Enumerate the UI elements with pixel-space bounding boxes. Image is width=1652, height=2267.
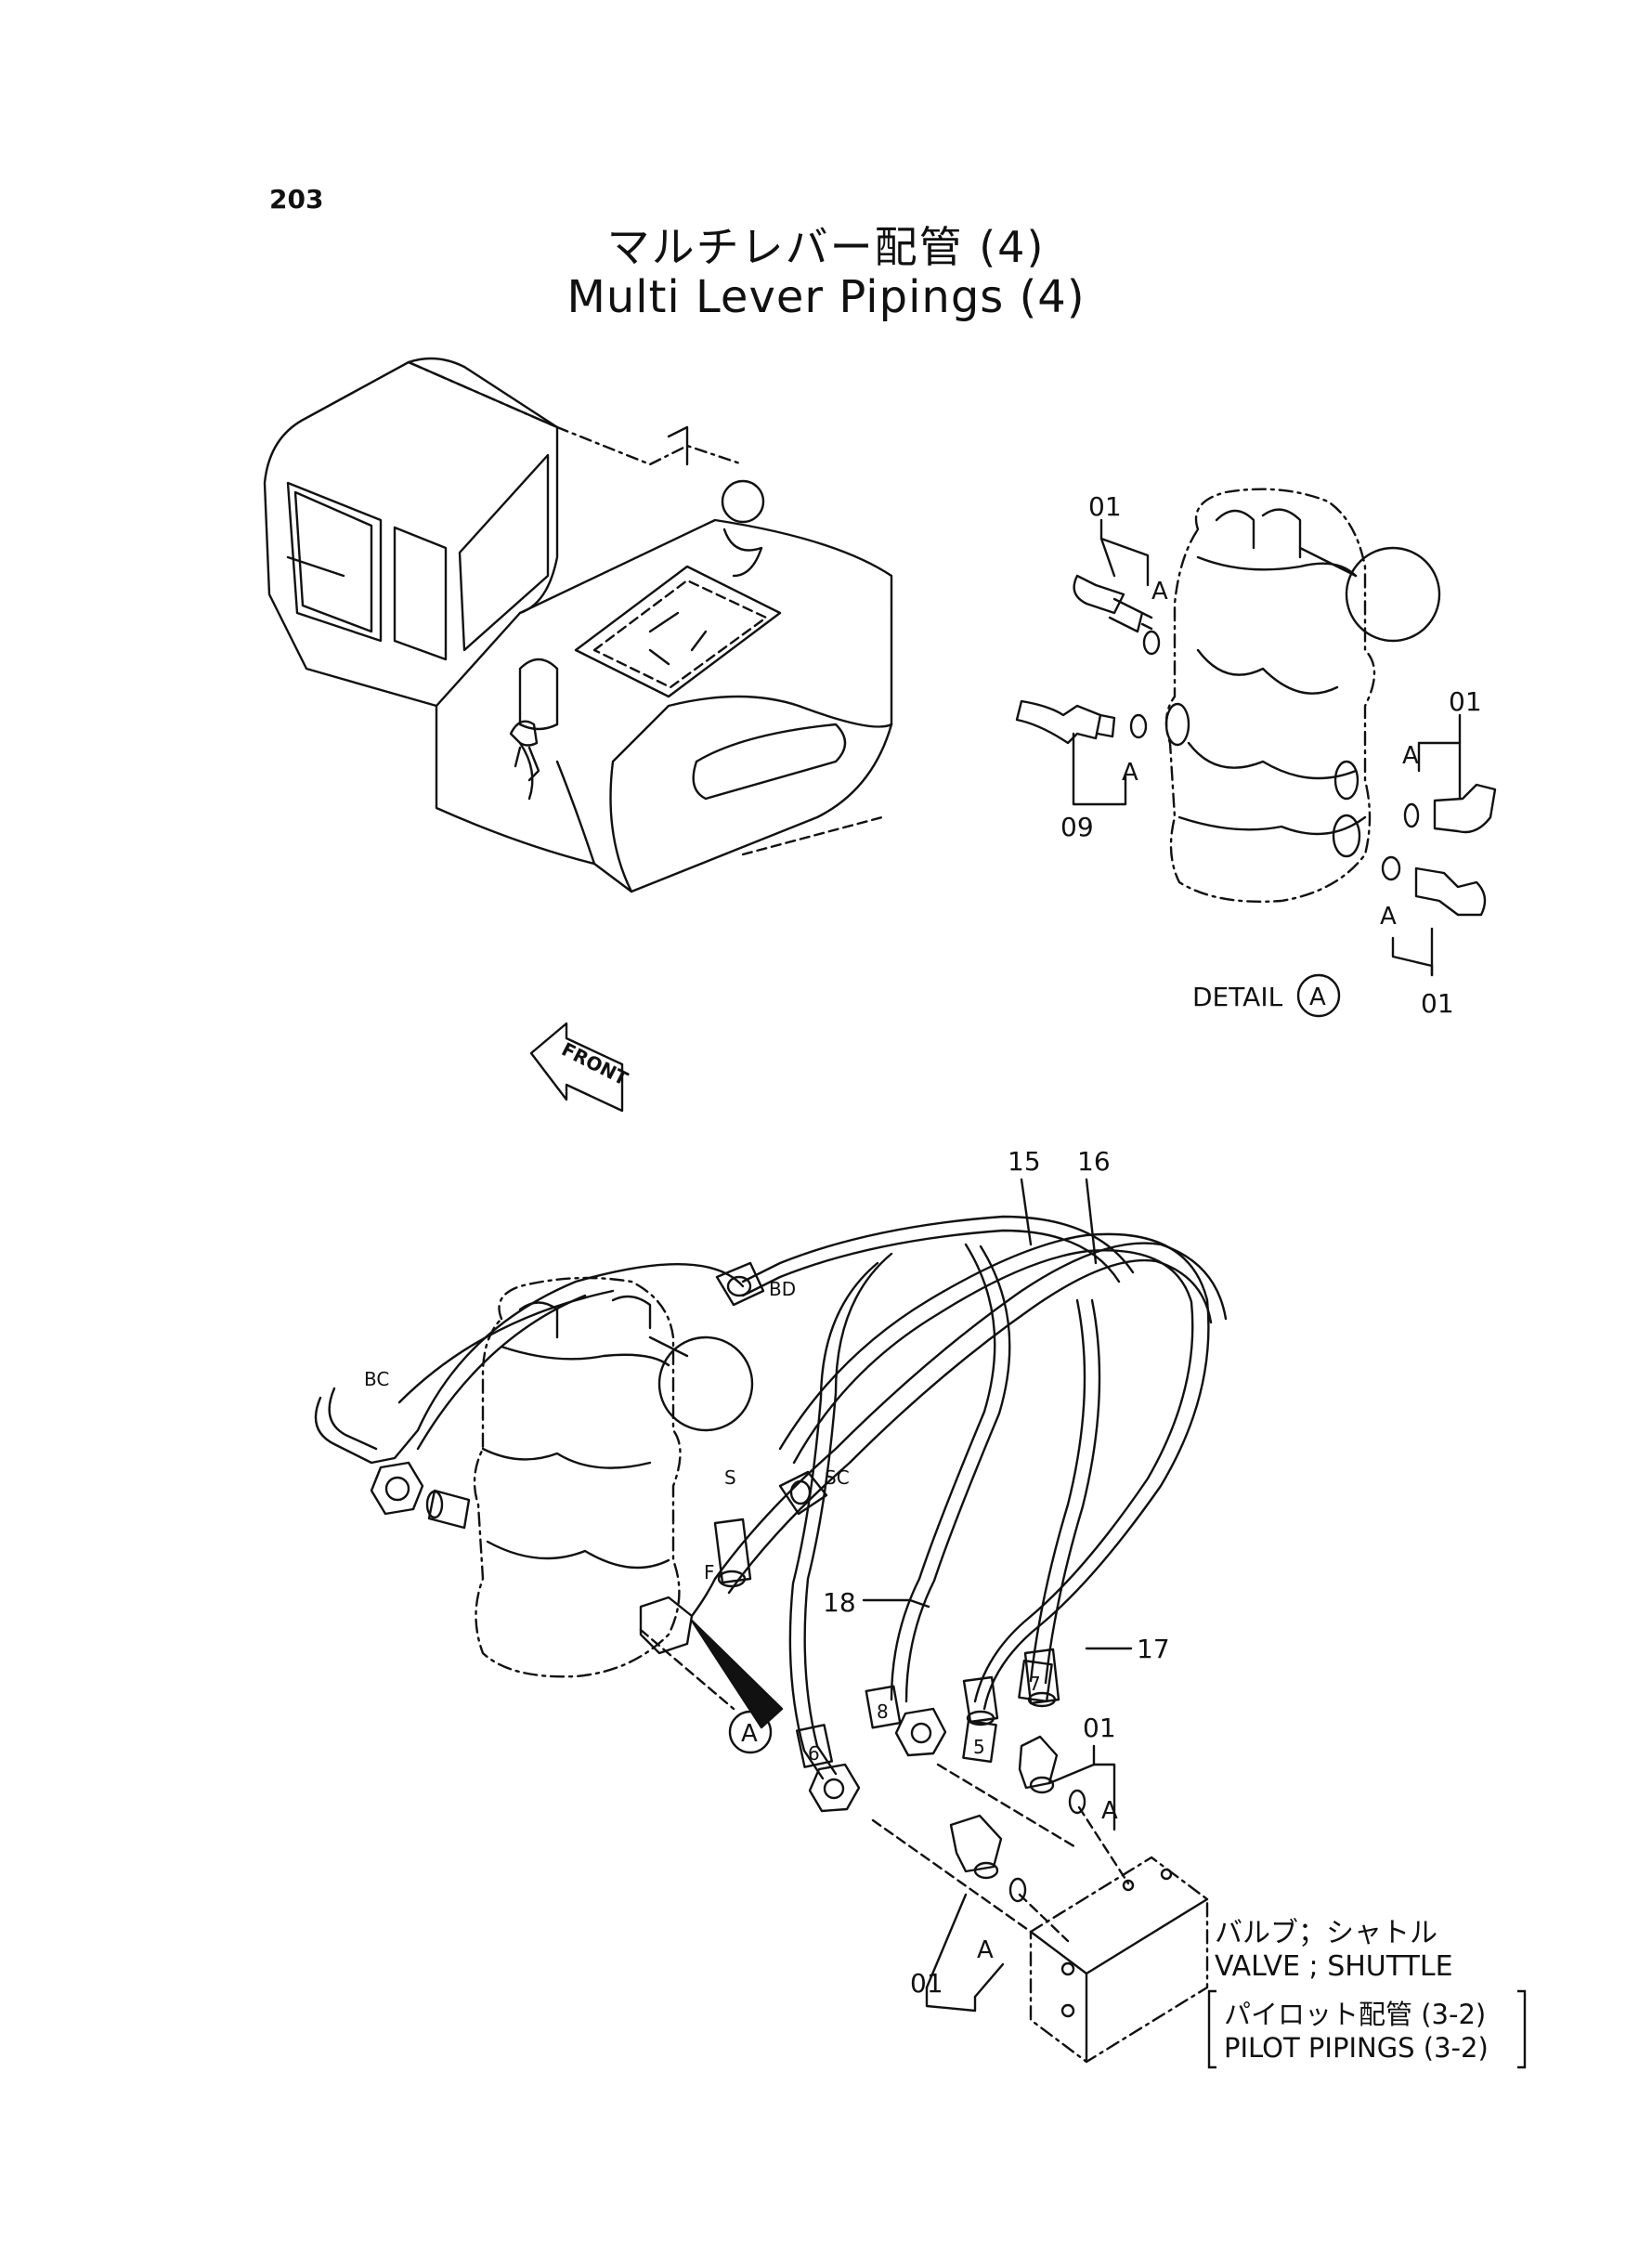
front-direction-arrow [529, 1022, 624, 1113]
label-a-lower-right: A [1101, 1797, 1118, 1825]
label-09: 09 [1060, 812, 1094, 842]
clamp-label-5: 5 [973, 1736, 985, 1758]
port-label-bd: BD [769, 1278, 796, 1300]
label-a-left: A [1122, 759, 1138, 787]
page-title-japanese: マルチレバー配管 (4) [606, 222, 1046, 272]
clamp-label-8: 8 [877, 1700, 889, 1723]
callout-labels: 01 A A 09 01 A A 01 DETAIL A FRONT 15 16… [364, 491, 1482, 1999]
reference-label-japanese: パイロット配管 (3-2) [1224, 1999, 1487, 2030]
label-15: 15 [1008, 1146, 1041, 1177]
shuttle-valve-label-japanese: バルブ；シャトル [1215, 1917, 1437, 1949]
leader-lines [690, 1178, 1133, 2013]
reference-label-english: PILOT PIPINGS (3-2) [1224, 2032, 1489, 2064]
label-01-right-upper: 01 [1449, 686, 1482, 717]
port-label-bc: BC [364, 1368, 389, 1390]
port-label-sc: SC [825, 1466, 850, 1489]
excavator-illustration [263, 357, 893, 893]
clamp-label-6: 6 [808, 1742, 820, 1765]
label-a-right-lower: A [1380, 903, 1397, 931]
page-title-english: Multi Lever Pipings (4) [566, 271, 1086, 323]
shuttle-valve-label-english: VALVE ; SHUTTLE [1215, 1950, 1453, 1983]
label-01-top: 01 [1088, 491, 1122, 522]
detail-circle-letter: A [1309, 984, 1326, 1011]
detail-a-multi-lever-valve [1015, 488, 1497, 1018]
page-number: 203 [269, 184, 324, 215]
label-17: 17 [1137, 1634, 1170, 1664]
label-01-lower-right: 01 [1083, 1713, 1116, 1743]
clamp-label-7: 7 [1029, 1673, 1041, 1695]
label-18: 18 [823, 1587, 856, 1618]
label-a-lower-left: A [977, 1936, 994, 1964]
detail-label: DETAIL [1192, 982, 1283, 1012]
label-01-right-lower: 01 [1421, 988, 1454, 1019]
port-label-f: F [704, 1561, 715, 1583]
label-a-right-upper: A [1402, 742, 1419, 770]
port-label-s: S [724, 1466, 736, 1489]
front-arrow-label: FRONT [558, 1037, 631, 1089]
label-a-top: A [1151, 578, 1168, 606]
shuttle-valve-block [639, 1628, 1209, 2064]
label-16: 16 [1077, 1146, 1111, 1177]
pilot-hoses [314, 1215, 1228, 1903]
label-01-lower-left: 01 [910, 1968, 943, 1999]
multi-lever-valve-assembly [425, 1276, 754, 1678]
label-a-valve-circle: A [741, 1720, 758, 1748]
